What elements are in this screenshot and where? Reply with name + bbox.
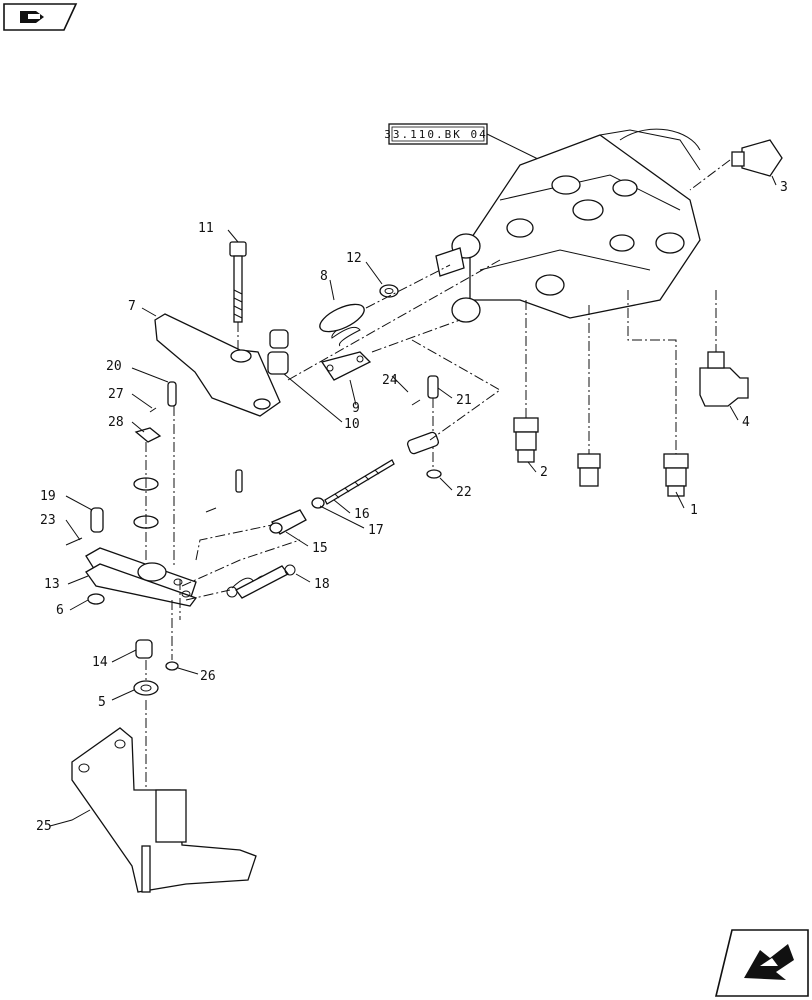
callout-numbers: 1 2 3 4 5 6 7 8 9 10 11 12 13 14 15 16 1… xyxy=(36,180,788,834)
part-8-spring xyxy=(319,303,365,347)
part-10-bushing xyxy=(267,329,289,375)
stack-washers xyxy=(133,406,175,565)
callout-21: 21 xyxy=(456,393,472,408)
fitting-unnumbered xyxy=(577,305,601,487)
previous-page-button[interactable] xyxy=(3,3,78,31)
part-28-circlip xyxy=(134,427,162,443)
back-arrow-icon xyxy=(20,11,44,23)
callout-15: 15 xyxy=(312,541,328,556)
part-1-fitting xyxy=(627,290,689,497)
callout-28: 28 xyxy=(108,415,124,430)
callout-10: 10 xyxy=(344,417,360,432)
control-valve-body xyxy=(435,128,701,323)
part-27-cotter xyxy=(149,407,157,413)
callout-20: 20 xyxy=(106,359,122,374)
part-11-bolt xyxy=(229,241,247,350)
part-3-sensor-connector xyxy=(689,139,783,191)
assembly-lines xyxy=(171,259,501,660)
callout-12: 12 xyxy=(346,251,362,266)
part-21-pin xyxy=(427,375,439,399)
part-24-clip xyxy=(411,399,421,406)
part-9-link xyxy=(320,351,372,381)
callout-11: 11 xyxy=(198,221,214,236)
part-2-fitting xyxy=(513,300,539,463)
callout-22: 22 xyxy=(456,485,472,500)
callout-4: 4 xyxy=(742,415,750,430)
part-5-washer xyxy=(133,660,159,840)
callout-24: 24 xyxy=(382,373,398,388)
part-14-bushing xyxy=(135,639,153,659)
part-4-elbow-fitting xyxy=(699,290,749,407)
part-17-nut xyxy=(311,497,325,509)
callout-7: 7 xyxy=(128,299,136,314)
part-13-lever-assembly xyxy=(85,547,198,607)
callout-3: 3 xyxy=(780,180,788,195)
callout-5: 5 xyxy=(98,695,106,710)
callout-23: 23 xyxy=(40,513,56,528)
forward-arrow-icon xyxy=(744,944,794,980)
callout-13: 13 xyxy=(44,577,60,592)
callout-18: 18 xyxy=(314,577,330,592)
rod-clevis xyxy=(406,431,440,455)
part-18-spring xyxy=(226,564,296,599)
callout-2: 2 xyxy=(540,465,548,480)
part-26-washer xyxy=(165,661,179,671)
part-25-bracket xyxy=(71,727,257,893)
next-page-button[interactable] xyxy=(714,929,809,997)
callout-1: 1 xyxy=(690,503,698,518)
part-12-washer xyxy=(379,284,399,298)
callout-25: 25 xyxy=(36,819,52,834)
callout-9: 9 xyxy=(352,401,360,416)
part-6-washer xyxy=(87,593,105,605)
callout-26: 26 xyxy=(200,669,216,684)
part-19-pin xyxy=(90,507,104,533)
callout-17: 17 xyxy=(368,523,384,538)
small-pin xyxy=(205,469,243,513)
part-20-pin xyxy=(167,381,177,407)
reference-box[interactable]: 33.110.BK 04 xyxy=(384,123,541,161)
callout-14: 14 xyxy=(92,655,108,670)
part-7-lever xyxy=(154,313,281,417)
leader-lines xyxy=(49,175,777,827)
reference-label: 33.110.BK 04 xyxy=(384,128,487,141)
part-16-threaded-rod xyxy=(324,459,395,505)
part-15-clevis xyxy=(269,509,307,535)
callout-16: 16 xyxy=(354,507,370,522)
callout-19: 19 xyxy=(40,489,56,504)
callout-8: 8 xyxy=(320,269,328,284)
callout-27: 27 xyxy=(108,387,124,402)
callout-6: 6 xyxy=(56,603,64,618)
